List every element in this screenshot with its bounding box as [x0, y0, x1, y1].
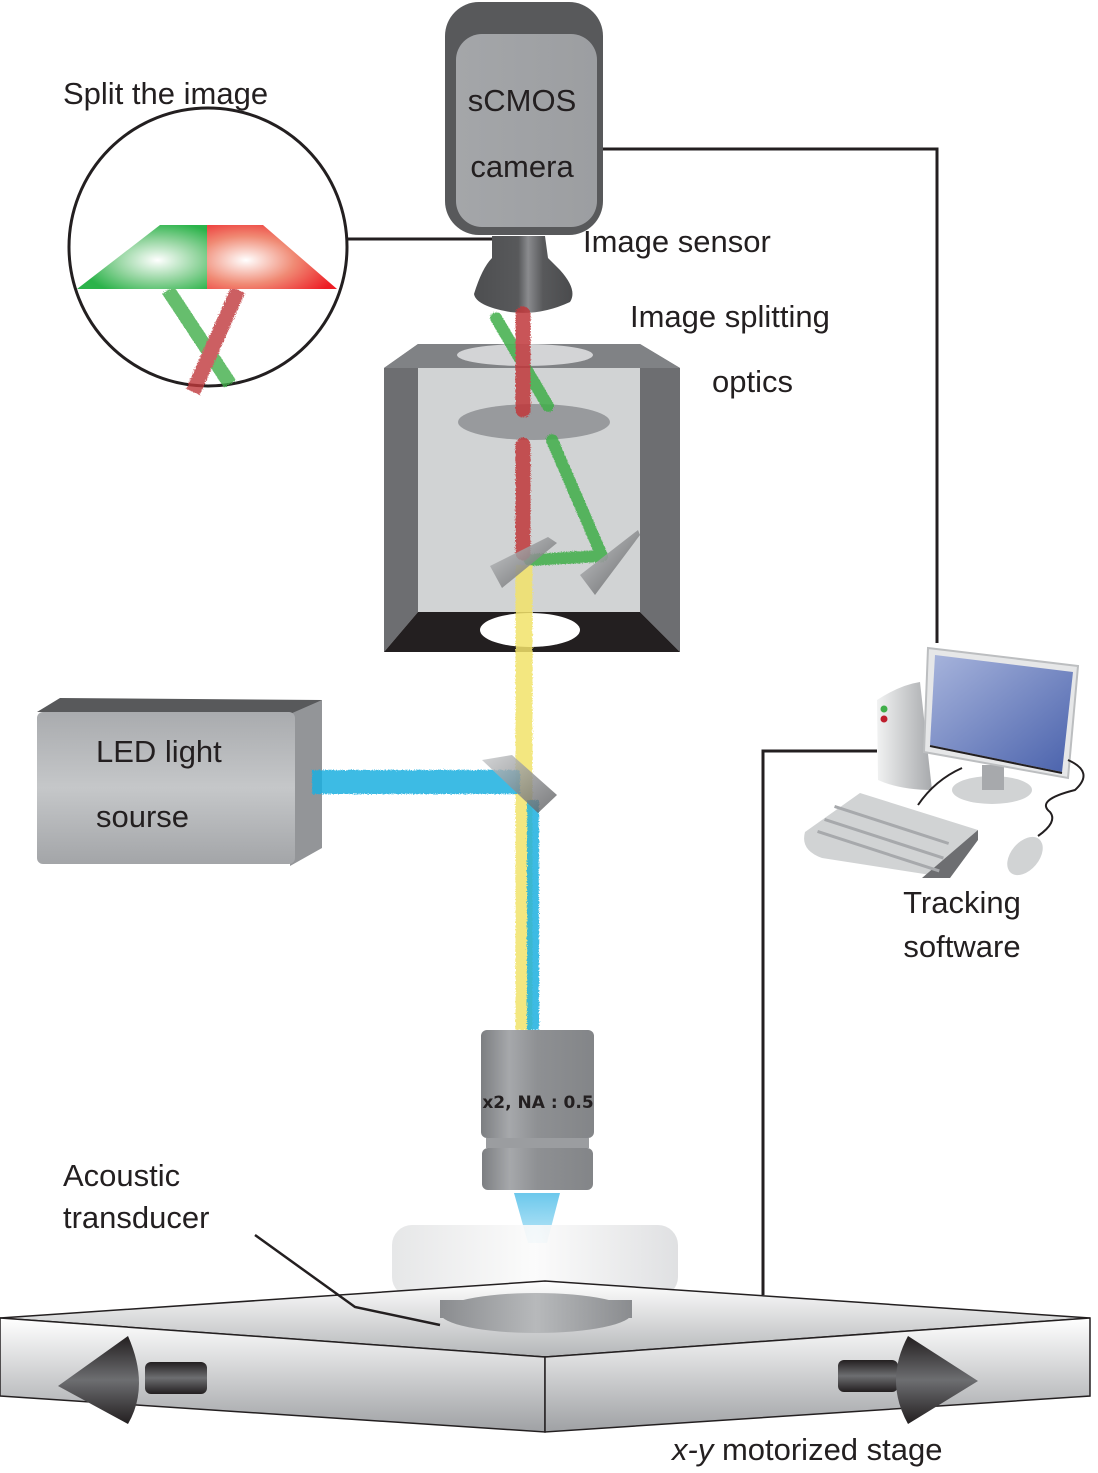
pc-tower: [877, 682, 932, 790]
callout-red-beam: [186, 286, 245, 396]
split-red-half: [207, 225, 337, 289]
mouse: [1007, 836, 1043, 876]
led-label-line2: sourse: [96, 799, 189, 834]
splitting-label-line2: optics: [712, 364, 793, 399]
camera-label-line2: camera: [470, 149, 574, 184]
scmos-camera: sCMOS camera: [445, 2, 603, 313]
camera-label-line1: sCMOS: [468, 83, 577, 118]
dichroic-mirror-main: [482, 755, 557, 813]
tracking-label-line2: software: [903, 929, 1020, 964]
camera-to-computer-line: [598, 147, 939, 643]
xy-motorized-stage: [0, 1233, 1091, 1433]
led-light-source: LED light sourse: [37, 698, 322, 866]
image-splitting-optics: [384, 306, 680, 1030]
computer-to-stage-line: [761, 749, 877, 1295]
stage-arrow-right-icon: [838, 1336, 978, 1424]
tracking-label-line1: Tracking: [903, 885, 1021, 920]
objective-label: x2, NA : 0.5: [482, 1093, 593, 1113]
split-green-half: [77, 225, 207, 289]
transducer-label-line1: Acoustic: [63, 1158, 180, 1193]
splitting-label-line1: Image splitting: [630, 299, 830, 334]
transducer-leader-line: [254, 1233, 441, 1327]
split-image-label: Split the image: [63, 76, 268, 111]
dichroic-mirror-1: [490, 537, 557, 588]
image-sensor-mount: [474, 236, 573, 313]
stage-arrow-left-icon: [58, 1336, 207, 1424]
callout-green-beam: [162, 286, 236, 388]
stage-label-rest: motorized stage: [713, 1432, 942, 1467]
keyboard: [804, 793, 978, 878]
internal-lens: [458, 404, 610, 440]
stage-label-axis: x-y: [670, 1432, 716, 1467]
connector-lines: [347, 147, 939, 1295]
computer-icon: Tracking software: [804, 646, 1085, 964]
stage-front-right: [544, 1317, 1091, 1433]
excitation-beam: [312, 770, 539, 1030]
sample-dish: [392, 1225, 678, 1297]
split-image-callout: Split the image: [63, 76, 349, 396]
objective-lens: x2, NA : 0.5: [481, 1030, 594, 1243]
transducer-label-line2: transducer: [63, 1200, 209, 1235]
monitor-screen: [930, 655, 1073, 772]
image-sensor-label: Image sensor: [583, 224, 771, 259]
led-label-line1: LED light: [96, 734, 222, 769]
stage-label: x-y motorized stage: [670, 1432, 943, 1467]
dichroic-mirror-2: [580, 530, 640, 595]
